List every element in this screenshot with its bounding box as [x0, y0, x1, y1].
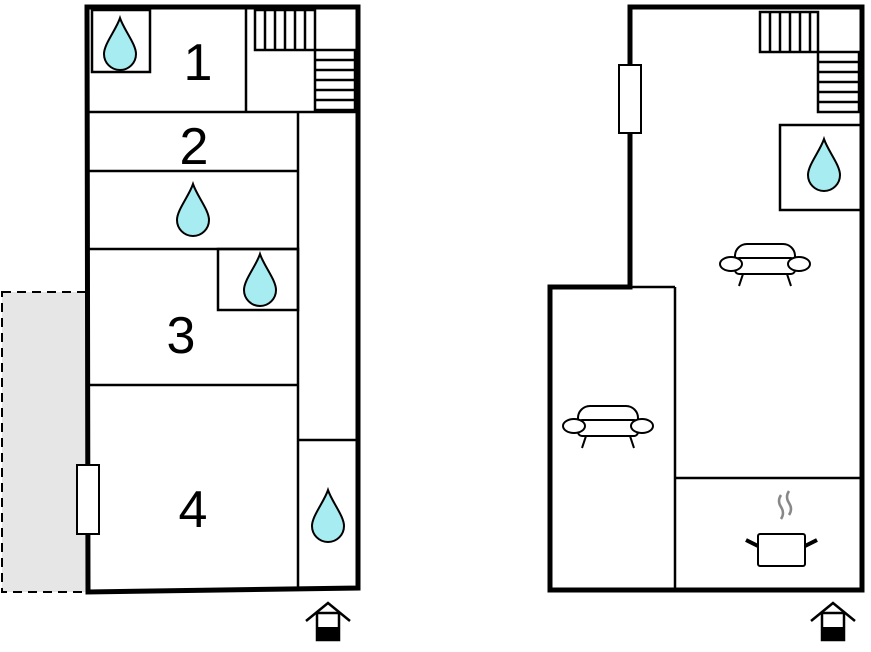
bathroom-drop-icon [243, 253, 277, 307]
room-label-2: 2 [180, 118, 209, 176]
window-icon [76, 464, 100, 535]
upper-floor-outer-wall [547, 4, 865, 593]
bathroom-drop-icon [807, 138, 841, 192]
entrance-icon [809, 601, 857, 642]
upper-floor-interior-walls [630, 123, 864, 590]
room-label-3: 3 [167, 307, 196, 365]
room-label-1: 1 [184, 34, 213, 92]
sofa-icon [562, 405, 654, 449]
sofa-icon [719, 243, 811, 287]
terrace-area [1, 291, 88, 593]
ground-floor-interior-walls [87, 7, 358, 587]
room-label-4: 4 [179, 481, 208, 539]
entrance-icon [304, 601, 352, 642]
stairs-icon [253, 8, 357, 112]
stairs-icon [758, 10, 861, 114]
bathroom-drop-icon [103, 17, 137, 71]
kitchen-pot-icon [745, 490, 818, 567]
window-icon [618, 64, 642, 134]
upper-floor-plan [547, 4, 865, 642]
ground-floor-outer-wall [84, 4, 361, 595]
bathroom-drop-icon [311, 489, 345, 543]
bathroom-drop-icon [176, 183, 210, 237]
ground-floor-plan: 1 2 3 4 [1, 4, 361, 642]
